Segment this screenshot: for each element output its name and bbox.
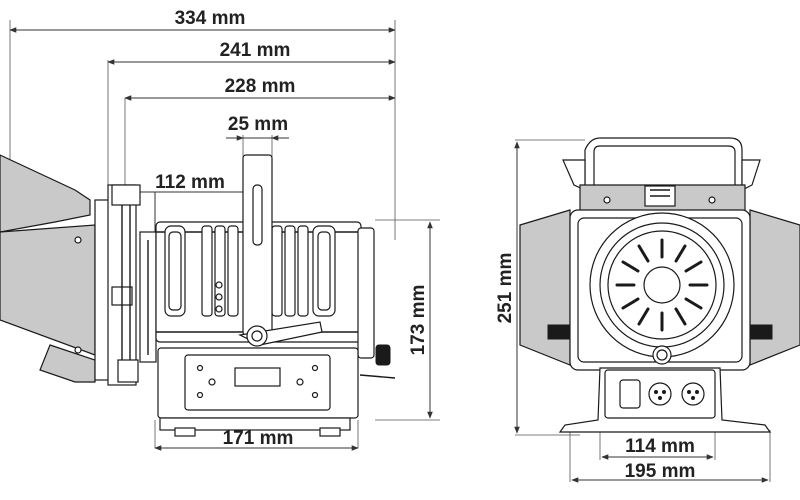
xlr-connector-icon: [681, 382, 705, 406]
label-241: 241 mm: [220, 40, 291, 61]
label-171: 171 mm: [223, 428, 294, 449]
rear-cap: [357, 227, 375, 359]
barndoor-top-leaf: [0, 154, 91, 233]
lcd-display-icon: [234, 367, 281, 387]
label-173: 173 mm: [408, 285, 429, 356]
label-25: 25 mm: [228, 114, 288, 135]
power-connector-icon: [619, 379, 641, 409]
barndoor-left-leaf: [0, 224, 96, 356]
cooling-fins: [164, 225, 336, 317]
label-195: 195 mm: [625, 461, 696, 482]
xlr-connector-icon: [648, 382, 672, 406]
radial-vents: [615, 238, 709, 332]
front-barndoor-right: [749, 209, 800, 366]
front-yoke: [584, 137, 743, 191]
label-114: 114 mm: [625, 436, 695, 457]
barndoor-bottom-leaf: [39, 344, 96, 383]
label-251: 251 mm: [495, 253, 516, 324]
label-228: 228 mm: [225, 76, 296, 97]
focus-knob: [375, 344, 391, 366]
side-view: 334 mm 241 mm 228 mm 25 mm 112 mm 171 mm…: [0, 8, 440, 451]
lens-center: [643, 266, 681, 304]
front-view: 251 mm 114 mm 195 mm: [495, 137, 800, 483]
front-barndoor-left: [519, 209, 571, 366]
label-334: 334 mm: [175, 8, 246, 29]
label-112: 112 mm: [155, 172, 225, 193]
